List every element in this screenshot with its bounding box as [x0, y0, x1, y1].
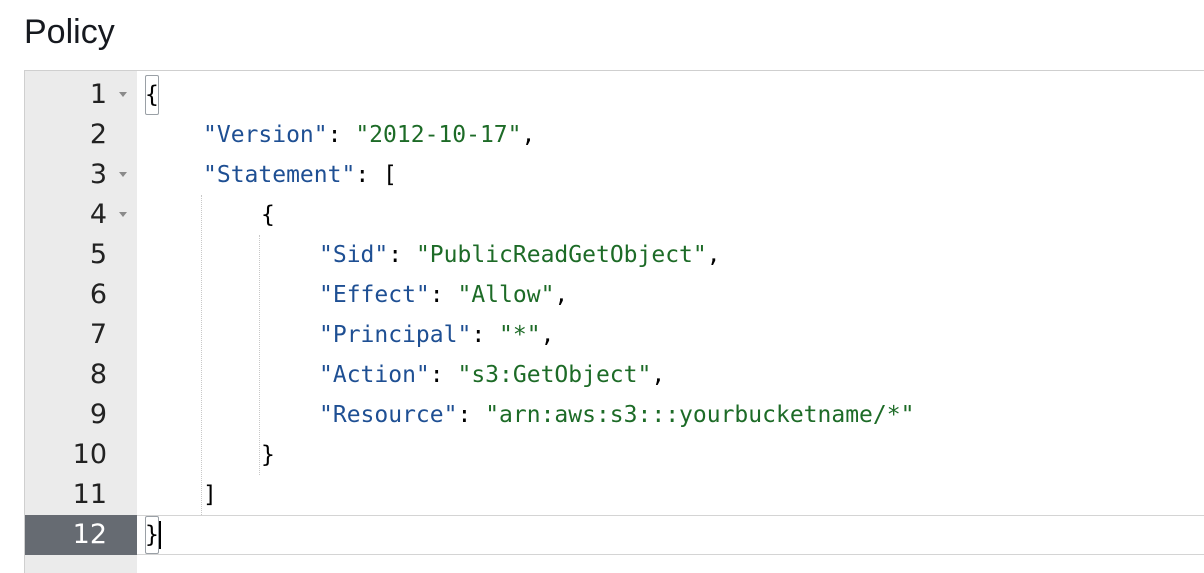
code-line[interactable]: "Resource": "arn:aws:s3:::yourbucketname… [137, 395, 1204, 435]
fold-arrow-icon[interactable] [119, 172, 127, 177]
json-colon: : [457, 402, 486, 428]
code-line[interactable]: "Principal": "*", [137, 315, 1204, 355]
line-number: 2 [89, 119, 107, 150]
json-value: "s3:GetObject" [457, 362, 652, 388]
code-line[interactable]: "Sid": "PublicReadGetObject", [137, 235, 1204, 275]
text-cursor [159, 521, 161, 549]
page-title: Policy [24, 13, 115, 51]
indent-guide [201, 195, 202, 515]
line-number-active: 12 [25, 515, 137, 555]
fold-arrow-icon[interactable] [119, 212, 127, 217]
json-colon: : [429, 362, 458, 388]
matching-bracket: { [145, 75, 159, 115]
json-colon: : [327, 122, 356, 148]
line-number: 5 [89, 239, 107, 270]
code-line[interactable]: "Effect": "Allow", [137, 275, 1204, 315]
json-key: "Version" [203, 122, 328, 148]
json-value: "arn:aws:s3:::yourbucketname/*" [485, 402, 915, 428]
code-line[interactable]: } [137, 435, 1204, 475]
code-line[interactable]: { [137, 195, 1204, 235]
json-brace: } [261, 442, 275, 468]
policy-code-editor[interactable]: 1 2 3 4 5 6 7 8 9 10 11 12 { "Version": … [24, 70, 1204, 573]
json-key: "Principal" [319, 322, 472, 348]
json-comma: , [540, 322, 555, 348]
json-colon: : [388, 242, 416, 268]
matching-bracket: } [145, 516, 159, 554]
line-number: 4 [25, 195, 137, 235]
json-bracket: ] [203, 482, 217, 508]
json-value: "Allow" [457, 282, 555, 308]
json-comma: , [521, 122, 536, 148]
code-line[interactable]: "Action": "s3:GetObject", [137, 355, 1204, 395]
json-key: "Action" [319, 362, 430, 388]
json-colon: : [355, 162, 384, 188]
code-line[interactable]: ] [137, 475, 1204, 515]
json-comma: , [651, 362, 666, 388]
line-number: 6 [89, 279, 107, 310]
json-key: "Effect" [319, 282, 430, 308]
line-number: 7 [89, 319, 107, 350]
json-comma: , [706, 242, 721, 268]
code-content[interactable]: { "Version": "2012-10-17", "Statement": … [137, 71, 1204, 573]
json-key: "Resource" [319, 402, 458, 428]
code-line[interactable]: { [137, 75, 1204, 115]
indent-guide [259, 235, 260, 475]
json-key: "Sid" [319, 242, 389, 268]
line-number: 8 [89, 359, 107, 390]
json-comma: , [554, 282, 569, 308]
json-colon: : [429, 282, 458, 308]
json-value: "PublicReadGetObject" [415, 242, 707, 268]
line-number-gutter: 1 2 3 4 5 6 7 8 9 10 11 12 [25, 71, 137, 573]
code-line-active[interactable]: } [137, 515, 1204, 555]
code-line[interactable]: "Version": "2012-10-17", [137, 115, 1204, 155]
line-number: 3 [25, 155, 137, 195]
code-line[interactable]: "Statement": [ [137, 155, 1204, 195]
json-value: "*" [499, 322, 541, 348]
json-colon: : [471, 322, 500, 348]
line-number: 9 [89, 399, 107, 430]
fold-arrow-icon[interactable] [119, 92, 127, 97]
line-number: 11 [72, 479, 107, 510]
line-number: 10 [72, 439, 107, 470]
json-value: "2012-10-17" [355, 122, 522, 148]
json-key: "Statement" [203, 162, 356, 188]
line-number: 1 [25, 75, 137, 115]
json-bracket: [ [383, 162, 397, 188]
json-brace: { [261, 202, 275, 228]
